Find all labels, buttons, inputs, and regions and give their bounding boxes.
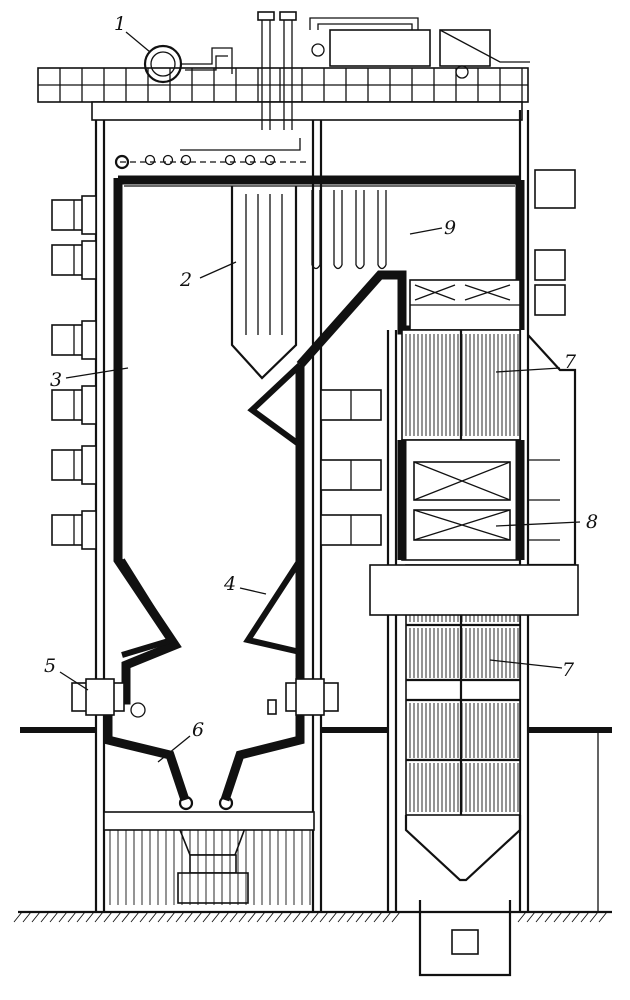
leader-lines xyxy=(59,31,581,763)
platen-superheater xyxy=(230,186,387,380)
platforms xyxy=(51,195,382,550)
bottom-ash-hopper xyxy=(103,795,315,905)
label-7-lower: 7 xyxy=(562,659,575,681)
label-7-upper: 7 xyxy=(564,351,577,373)
convective-shaft xyxy=(397,279,525,977)
label-8: 8 xyxy=(586,511,598,533)
label-2: 2 xyxy=(179,269,192,291)
drum xyxy=(143,11,530,151)
label-3: 3 xyxy=(50,369,62,391)
ground xyxy=(13,910,612,923)
label-5: 5 xyxy=(44,655,56,677)
label-1: 1 xyxy=(114,13,126,35)
right-structure xyxy=(369,169,579,616)
roof-structure xyxy=(37,67,529,121)
burners xyxy=(71,678,339,718)
callout-labels: 1 2 3 4 5 6 7 7 8 9 xyxy=(44,13,598,741)
label-9: 9 xyxy=(444,217,456,239)
label-4: 4 xyxy=(223,573,236,595)
label-6: 6 xyxy=(192,719,204,741)
